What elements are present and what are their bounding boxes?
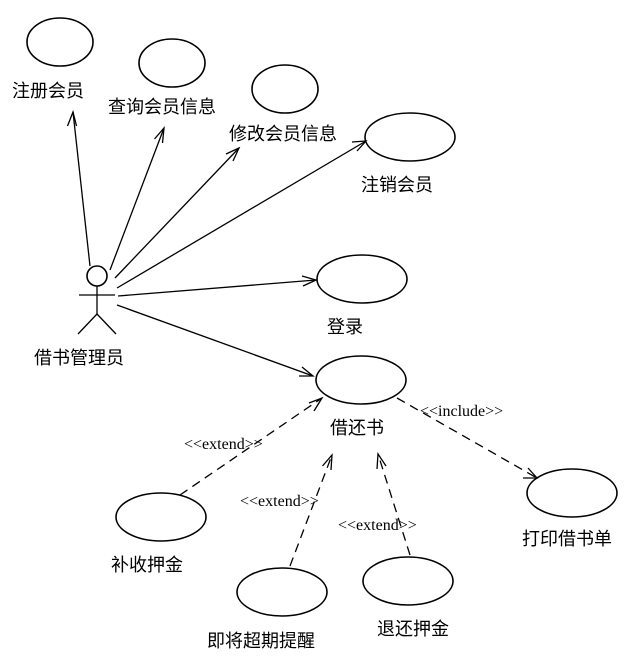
actor-head: [86, 265, 108, 287]
association-borrow-return: [116, 304, 315, 377]
label-query: 查询会员信息: [108, 97, 216, 118]
stereotype-extend-pay-deposit: <<extend>>: [184, 436, 263, 453]
extend-relation-pay-deposit: [179, 396, 324, 496]
label-refund-deposit: 退还押金: [377, 619, 449, 640]
use-case-register-ellipse[interactable]: [26, 17, 94, 67]
label-due-reminder: 即将超期提醒: [207, 631, 315, 652]
use-case-refund-deposit-ellipse[interactable]: [362, 556, 454, 606]
use-case-borrow-return-ellipse[interactable]: [315, 355, 407, 405]
label-actor: 借书管理员: [34, 348, 124, 369]
extend-relation-due-reminder: [289, 453, 333, 567]
use-case-print-slip-ellipse[interactable]: [526, 468, 618, 518]
use-case-modify-ellipse[interactable]: [251, 64, 319, 114]
label-borrow-return: 借还书: [330, 418, 384, 439]
use-case-pay-deposit-ellipse[interactable]: [115, 492, 207, 542]
actor-left-leg: [77, 313, 98, 335]
include-relation: [396, 397, 539, 479]
label-register: 注册会员: [12, 81, 84, 102]
association-modify: [114, 146, 241, 279]
label-cancel: 注销会员: [361, 175, 433, 196]
use-case-due-reminder-ellipse[interactable]: [236, 567, 328, 617]
association-register: [66, 109, 91, 267]
actor-figure[interactable]: [77, 265, 117, 335]
label-login: 登录: [327, 317, 363, 338]
label-pay-deposit: 补收押金: [111, 555, 183, 576]
extend-relation-refund-deposit: [376, 452, 411, 556]
use-case-login-ellipse[interactable]: [316, 254, 408, 304]
association-query: [109, 126, 165, 271]
association-login: [117, 275, 318, 297]
label-print-slip: 打印借书单: [522, 529, 612, 550]
actor-right-leg: [96, 313, 117, 335]
stereotype-extend-due-reminder: <<extend>>: [240, 493, 319, 510]
stereotype-extend-refund-deposit: <<extend>>: [338, 517, 417, 534]
association-cancel: [116, 140, 368, 289]
stereotype-include: <<include>>: [420, 403, 503, 420]
use-case-query-ellipse[interactable]: [138, 38, 206, 88]
use-case-cancel-ellipse[interactable]: [364, 112, 456, 162]
label-modify: 修改会员信息: [229, 124, 337, 145]
